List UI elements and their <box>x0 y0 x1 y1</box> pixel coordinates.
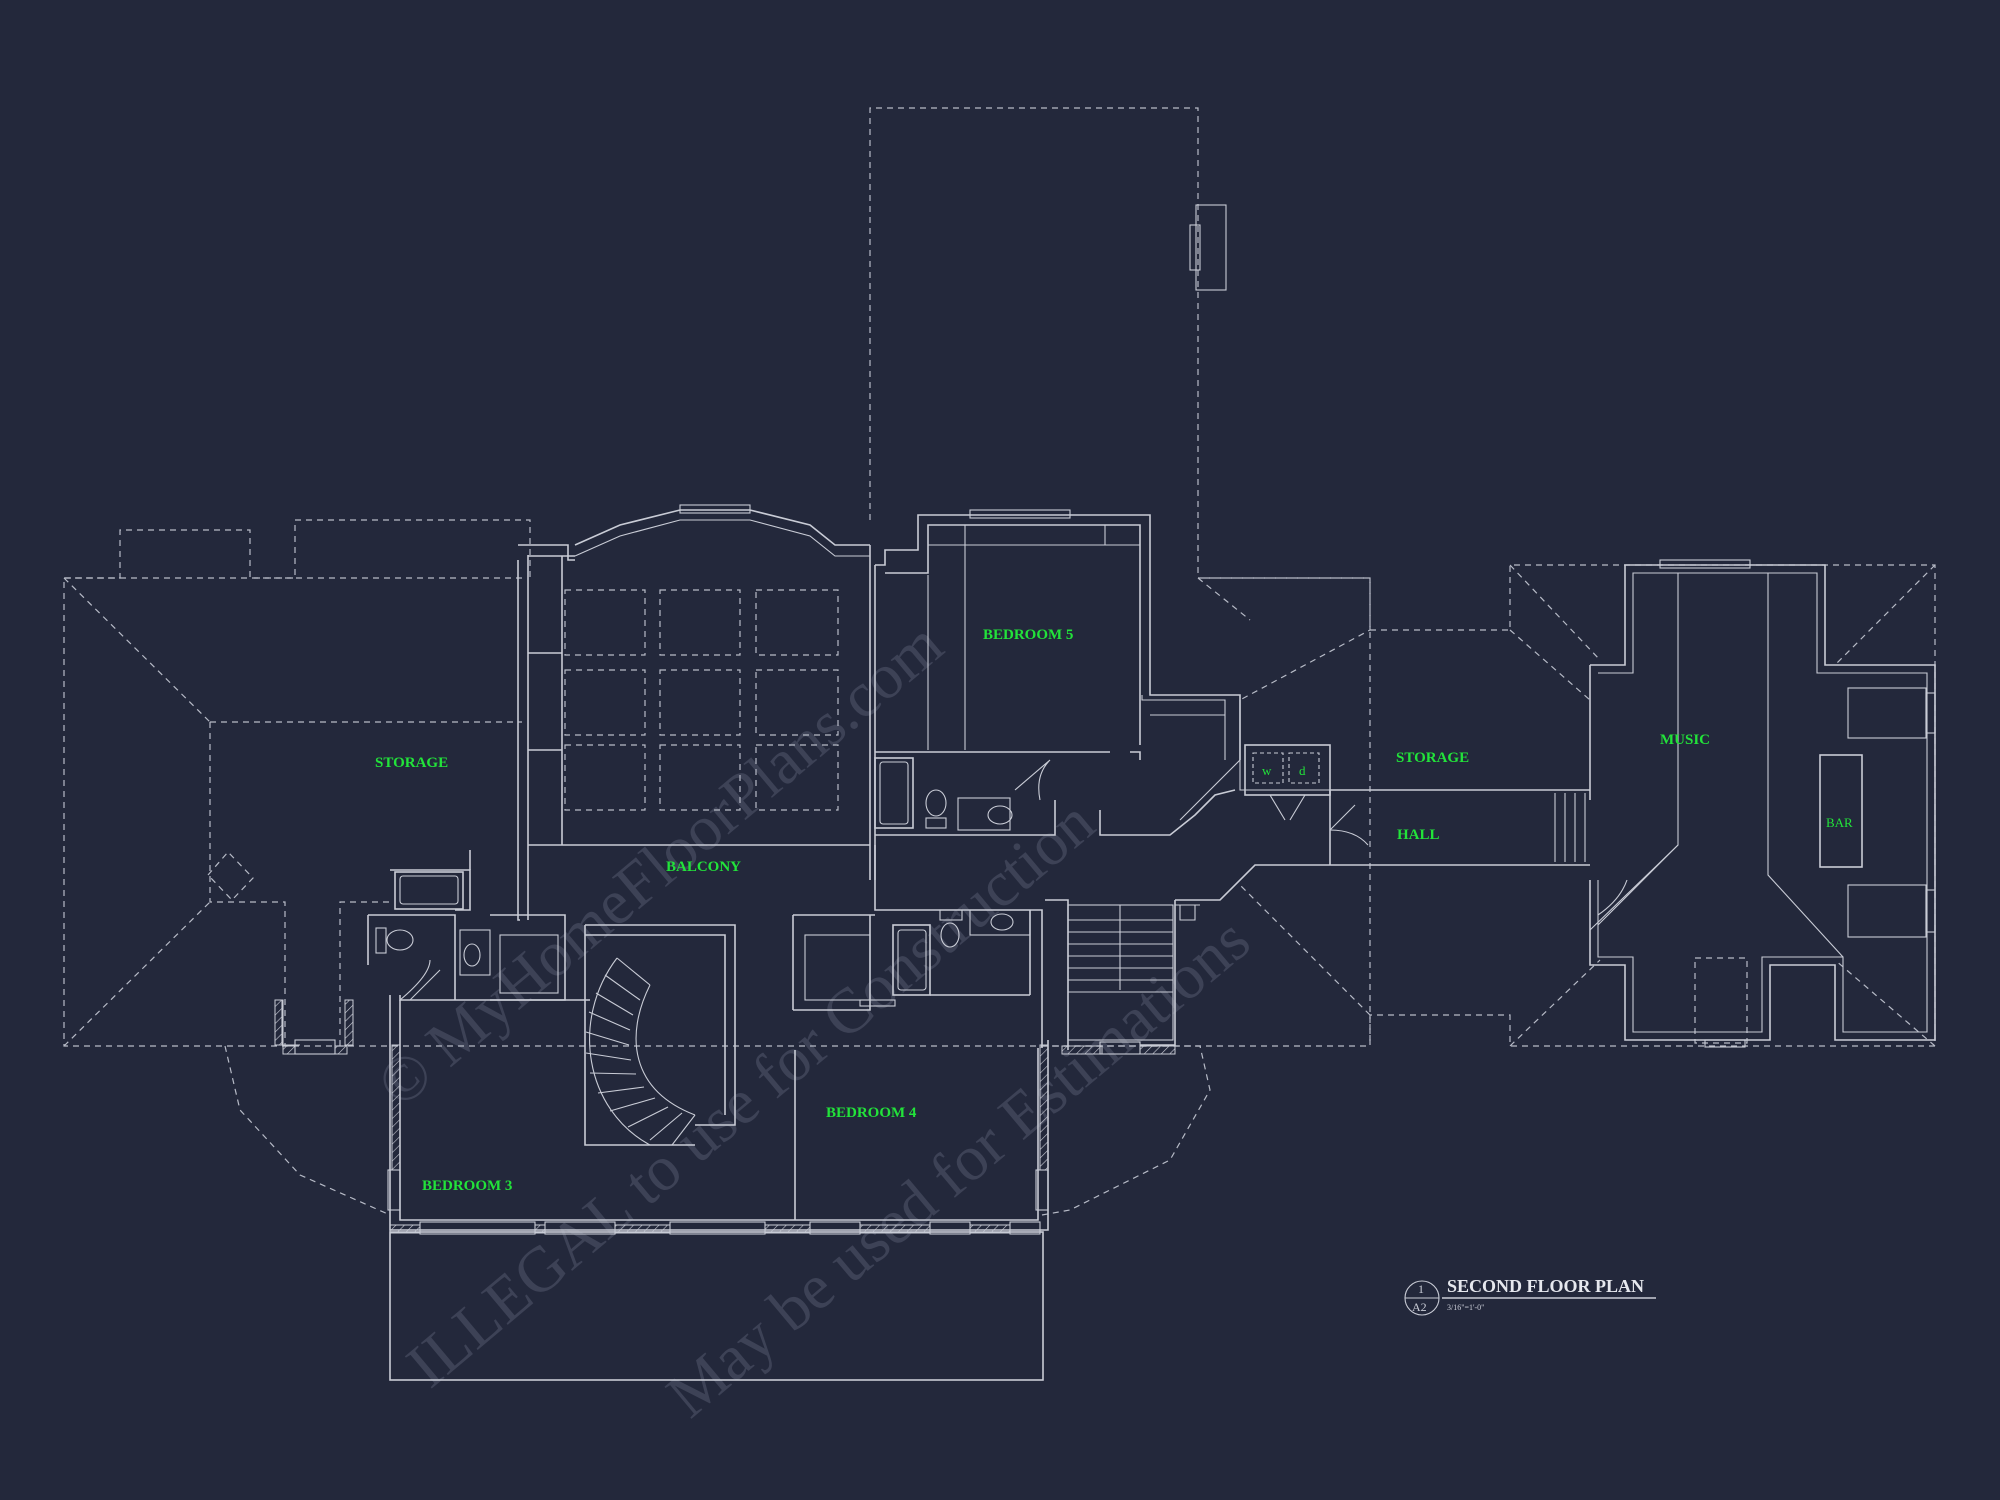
laundry-closet <box>1244 744 1331 821</box>
room-label-balcony: BALCONY <box>666 859 741 875</box>
roof-outline-upper <box>869 107 1227 578</box>
room-label-storage-right: STORAGE <box>1396 750 1469 766</box>
bedrooms-3-4-walls <box>274 995 1049 1381</box>
bedroom-5-walls <box>874 509 1241 880</box>
room-label-storage-left: STORAGE <box>375 755 448 771</box>
title-block: 1 A2 SECOND FLOOR PLAN 3/16"=1'-0" <box>1404 1276 1656 1316</box>
appliance-label-washer: w <box>1262 763 1272 778</box>
watermark-line-3: May be used for Estimations <box>653 903 1262 1430</box>
room-label-hall: HALL <box>1397 827 1440 843</box>
roof-right-wing <box>1197 564 1936 1047</box>
room-label-music: MUSIC <box>1660 732 1710 748</box>
music-room-walls <box>1589 559 1936 1048</box>
room-label-bedroom-3: BEDROOM 3 <box>422 1178 512 1194</box>
appliance-label-dryer: d <box>1299 763 1306 778</box>
drawing-title: SECOND FLOOR PLAN <box>1447 1276 1644 1296</box>
drawing-scale: 3/16"=1'-0" <box>1447 1303 1484 1312</box>
room-label-bar: BAR <box>1826 815 1853 830</box>
hall-and-storage-right <box>1175 700 1590 901</box>
detail-number: 1 <box>1418 1282 1424 1296</box>
balcony-wing <box>517 504 871 921</box>
watermark: © MyHomeFloorPlans.com ILLEGAL to use fo… <box>363 608 1262 1431</box>
sheet-number: A2 <box>1412 1300 1427 1314</box>
room-label-bedroom-4: BEDROOM 4 <box>826 1105 917 1121</box>
open-to-below-grid <box>564 589 839 811</box>
curved-staircase <box>584 924 736 1146</box>
room-labels: STORAGE BALCONY BEDROOM 5 STORAGE HALL M… <box>375 627 1853 1194</box>
room-label-bedroom-5: BEDROOM 5 <box>983 627 1073 643</box>
bedroom-4-bath <box>792 909 1031 1011</box>
